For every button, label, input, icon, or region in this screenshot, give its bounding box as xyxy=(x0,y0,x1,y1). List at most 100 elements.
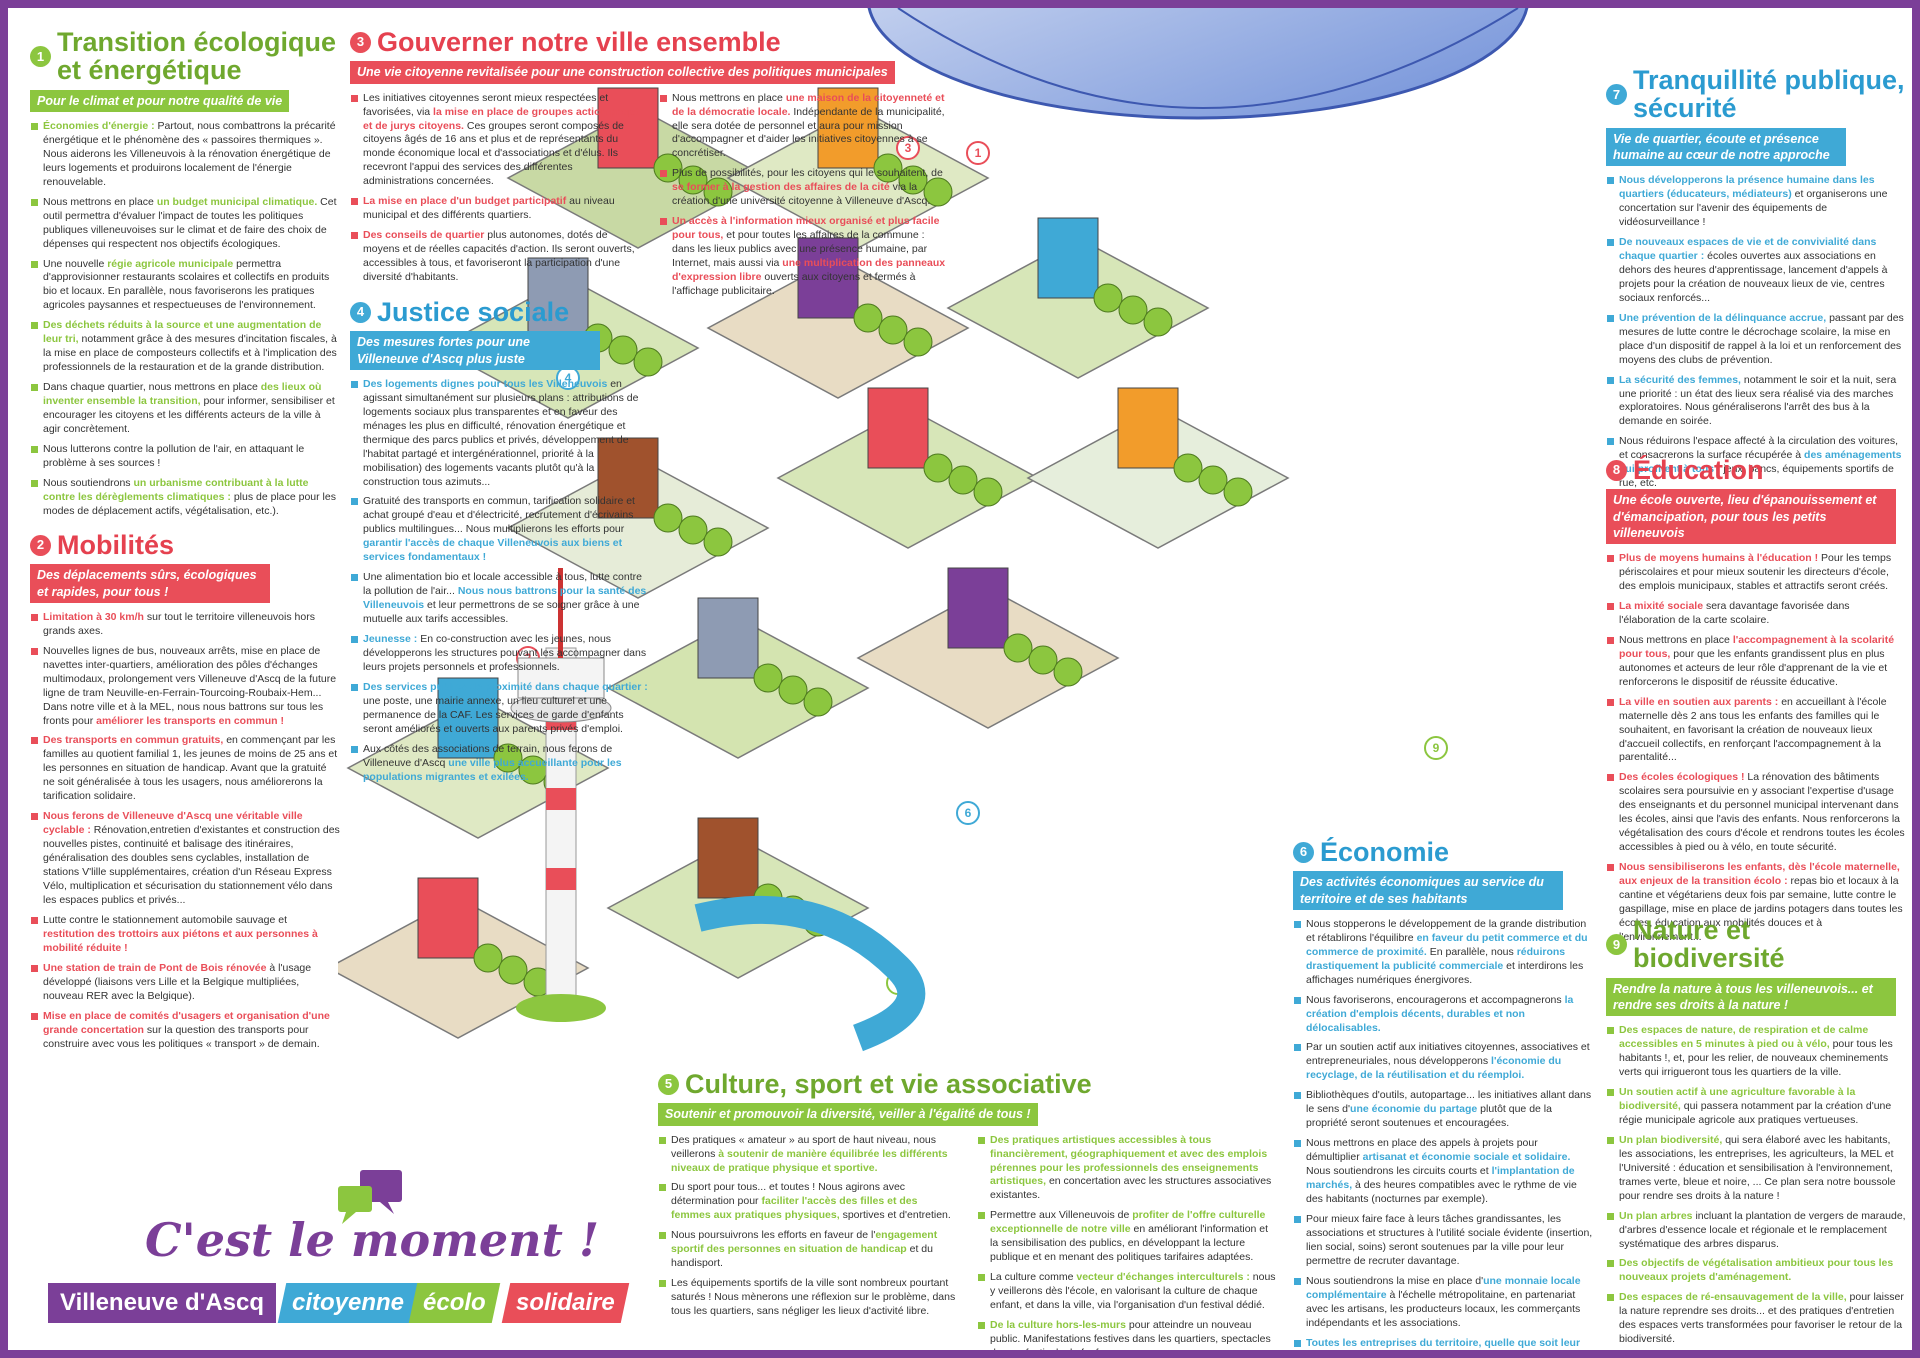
tree xyxy=(678,165,708,195)
list-item: Des déchets réduits à la source et une a… xyxy=(30,319,340,375)
list-item: Des pratiques artistiques accessibles à … xyxy=(977,1134,1278,1204)
section-marker-9: 9 xyxy=(1424,736,1448,760)
list-item: Des écoles écologiques ! La rénovation d… xyxy=(1606,771,1906,855)
list-item: Lutte contre le stationnement automobile… xyxy=(30,914,340,956)
section-subtitle: Une école ouverte, lieu d'épanouissement… xyxy=(1606,489,1896,545)
item-list: Limitation à 30 km/h sur tout le territo… xyxy=(30,611,340,1052)
list-item: Des espaces de ré-ensauvagement de la vi… xyxy=(1606,1291,1906,1347)
building xyxy=(1117,387,1179,469)
building xyxy=(597,87,659,169)
tag-citoyenne: citoyenne xyxy=(277,1283,419,1323)
tree xyxy=(1093,283,1123,313)
svg-text:9: 9 xyxy=(1433,741,1440,755)
list-item: Toutes les entreprises du territoire, qu… xyxy=(1293,1337,1593,1350)
item-list: Économies d'énergie : Partout, nous comb… xyxy=(30,120,340,519)
tree xyxy=(473,943,503,973)
section-marker-3: 3 xyxy=(896,136,920,160)
city-block xyxy=(776,407,1040,549)
list-item: Bibliothèques d'outils, autopartage... l… xyxy=(1293,1089,1593,1131)
tree xyxy=(803,687,833,717)
list-item: Nous mettrons en place des appels à proj… xyxy=(1293,1137,1593,1207)
tree xyxy=(1053,657,1083,687)
section-subtitle: Pour le climat et pour notre qualité de … xyxy=(30,89,290,112)
building xyxy=(437,677,499,759)
speech-bubbles-icon xyxy=(338,1170,402,1224)
building xyxy=(527,257,589,339)
item-list-right: Nous mettrons en place une maison de la … xyxy=(659,92,950,305)
tree xyxy=(653,503,683,533)
tree xyxy=(923,177,953,207)
campaign-brand: C'est le moment ! Villeneuve d'Ascq cito… xyxy=(30,1168,650,1338)
list-item: Jeunesse : En co-construction avec les j… xyxy=(350,633,650,675)
list-item: Des espaces de nature, de respiration et… xyxy=(1606,1024,1906,1080)
building xyxy=(867,387,929,469)
tree xyxy=(878,315,908,345)
list-item: Nous lutterons contre la pollution de l'… xyxy=(30,443,340,471)
svg-text:3: 3 xyxy=(905,141,912,155)
building xyxy=(697,597,759,679)
list-item: Gratuité des transports en commun, tarif… xyxy=(350,495,650,565)
tree xyxy=(753,663,783,693)
list-item: Aux côtés des associations de terrain, n… xyxy=(350,743,650,785)
list-item: Nous soutiendrons la mise en place d'une… xyxy=(1293,1275,1593,1331)
building xyxy=(947,567,1009,649)
section-subtitle: Des activités économiques au service du … xyxy=(1293,871,1563,910)
canal xyxy=(694,895,926,1052)
list-item: Un soutien actif à une agriculture favor… xyxy=(1606,1086,1906,1128)
tree xyxy=(778,675,808,705)
item-list: Nous développerons la présence humaine d… xyxy=(1606,174,1906,491)
building xyxy=(417,877,479,959)
stadium-dome xyxy=(867,8,1529,120)
building xyxy=(1037,217,1099,299)
building xyxy=(697,817,759,899)
building xyxy=(597,437,659,519)
svg-text:6: 6 xyxy=(965,806,972,820)
isometric-city-illustration: 123456789 xyxy=(338,8,1529,1052)
item-list-left: Les initiatives citoyennes seront mieux … xyxy=(350,92,641,305)
tree xyxy=(1223,477,1253,507)
list-item: Permettre aux Villeneuvois de profiter d… xyxy=(977,1209,1278,1265)
list-item: Mise en place de comités d'usagers et or… xyxy=(30,1010,340,1052)
section-number: 8 xyxy=(1606,459,1627,481)
list-item: Nous mettrons en place un budget municip… xyxy=(30,196,340,252)
tree xyxy=(853,303,883,333)
section-number: 2 xyxy=(30,534,51,556)
list-item: Des pratiques « amateur » au sport de ha… xyxy=(658,1134,959,1176)
list-item: Nouvelles lignes de bus, nouveaux arrêts… xyxy=(30,645,340,729)
list-item: Nous développerons la présence humaine d… xyxy=(1606,174,1906,230)
tree xyxy=(923,453,953,483)
city-block xyxy=(1026,407,1290,549)
tree xyxy=(898,165,928,195)
tree xyxy=(1173,453,1203,483)
city-block xyxy=(506,457,770,599)
tower-landmark xyxy=(510,568,612,1022)
list-item: Nous sensibiliserons les enfants, dès l'… xyxy=(1606,861,1906,945)
list-item: Plus de moyens humains à l'éducation ! P… xyxy=(1606,552,1906,594)
tree xyxy=(633,347,663,377)
item-list-left: Des pratiques « amateur » au sport de ha… xyxy=(658,1134,959,1350)
item-list: Plus de moyens humains à l'éducation ! P… xyxy=(1606,552,1906,945)
list-item: La ville en soutien aux parents : en acc… xyxy=(1606,696,1906,766)
building xyxy=(817,87,879,169)
list-item: Nous stopperons le développement de la g… xyxy=(1293,918,1593,988)
list-item: De nouveaux espaces de vie et de convivi… xyxy=(1606,236,1906,306)
tag-ecolo: écolo xyxy=(408,1283,500,1323)
list-item: Nous ferons de Villeneuve d'Ascq une vér… xyxy=(30,810,340,908)
section-subtitle: Des mesures fortes pour une Villeneuve d… xyxy=(350,331,600,370)
city-block xyxy=(946,237,1210,379)
section-number: 6 xyxy=(1293,841,1314,863)
section-marker-6: 6 xyxy=(956,801,980,825)
tree xyxy=(1143,307,1173,337)
tree xyxy=(703,527,733,557)
section-subtitle: Rendre la nature à tous les villeneuvois… xyxy=(1606,977,1896,1017)
